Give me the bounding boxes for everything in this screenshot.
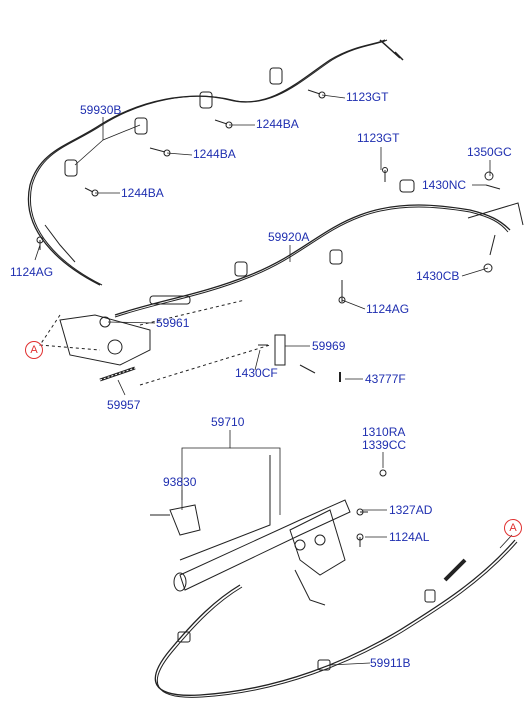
label-59710: 59710 bbox=[211, 415, 245, 429]
label-59961: 59961 bbox=[156, 316, 190, 330]
label-1124AG-middle: 1124AG bbox=[366, 302, 410, 316]
label-1244BA-upper: 1244BA bbox=[256, 117, 299, 131]
upper-right-cable bbox=[114, 167, 524, 318]
label-93830: 93830 bbox=[163, 475, 197, 489]
label-1430NC: 1430NC bbox=[422, 178, 467, 192]
label-59957: 59957 bbox=[107, 398, 141, 412]
label-59969: 59969 bbox=[312, 339, 346, 353]
label-1124AL: 1124AL bbox=[389, 530, 430, 544]
leader-lines bbox=[34, 94, 513, 666]
label-1430CF: 1430CF bbox=[235, 366, 278, 380]
label-1123GT-top: 1123GT bbox=[346, 90, 389, 104]
label-1327AD: 1327AD bbox=[389, 503, 433, 517]
upper-left-cable bbox=[27, 39, 404, 286]
label-1430CB: 1430CB bbox=[416, 269, 460, 283]
label-1123GT-right: 1123GT bbox=[357, 131, 400, 145]
label-59930B: 59930B bbox=[80, 103, 122, 117]
reference-mark-a-left: A bbox=[25, 341, 43, 359]
rear-cable bbox=[154, 539, 518, 698]
label-1124AG-left: 1124AG bbox=[10, 265, 54, 279]
label-1244BA-middle: 1244BA bbox=[193, 147, 236, 161]
label-59920A: 59920A bbox=[268, 230, 310, 244]
label-43777F: 43777F bbox=[365, 372, 406, 386]
equalizer-assembly bbox=[39, 299, 341, 386]
label-1339CC: 1339CC bbox=[362, 438, 407, 452]
reference-mark-a-right: A bbox=[504, 519, 522, 537]
label-1244BA-lower: 1244BA bbox=[121, 186, 164, 200]
lever-assembly bbox=[150, 455, 387, 606]
label-59911B: 59911B bbox=[370, 656, 411, 670]
label-1310RA: 1310RA bbox=[362, 425, 406, 439]
label-1350GC: 1350GC bbox=[467, 145, 512, 159]
